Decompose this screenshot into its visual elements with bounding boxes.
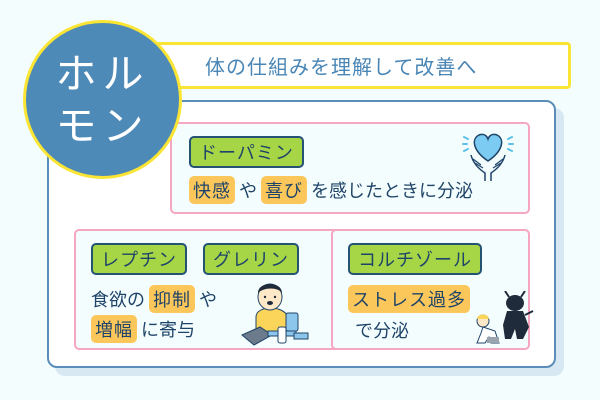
cortisol-rest-text: で分泌 bbox=[355, 321, 409, 342]
appetite-card: レプチン グレリン 食欲の 抑制 や 増幅 に寄与 bbox=[74, 229, 345, 350]
appetite-connector: や bbox=[199, 290, 217, 311]
hormone-badge: ホル モン bbox=[23, 20, 182, 179]
dopamine-description: 快感 や 喜び を感じたときに分泌 bbox=[189, 176, 473, 204]
appetite-suffix: に寄与 bbox=[141, 320, 195, 341]
connector-text: や bbox=[239, 181, 257, 202]
ghrelin-tag: グレリン bbox=[203, 243, 299, 275]
highlight-amplify: 増幅 bbox=[91, 315, 137, 343]
cortisol-line-2: で分泌 bbox=[355, 317, 409, 343]
highlight-stress: ストレス過多 bbox=[348, 285, 470, 313]
dopamine-card: ドーパミン 快感 や 喜び を感じたときに分泌 bbox=[170, 122, 530, 214]
badge-line-2: モン bbox=[55, 101, 150, 150]
heart-hands-icon bbox=[462, 133, 514, 181]
cortisol-card: コルチゾール ストレス過多 で分泌 bbox=[331, 229, 534, 350]
highlight-pleasure: 快感 bbox=[189, 176, 235, 204]
person-eating-icon bbox=[241, 283, 309, 346]
subtitle-text: 体の仕組みを理解して改善へ bbox=[205, 55, 478, 79]
cortisol-tag: コルチゾール bbox=[348, 243, 482, 275]
highlight-joy: 喜び bbox=[261, 176, 307, 204]
highlight-suppress: 抑制 bbox=[149, 285, 195, 313]
appetite-line-1: 食欲の 抑制 や bbox=[91, 285, 217, 313]
dopamine-tag: ドーパミン bbox=[189, 136, 304, 168]
appetite-line-2: 増幅 に寄与 bbox=[91, 315, 195, 343]
badge-line-1: ホル bbox=[55, 49, 150, 98]
leptin-tag: レプチン bbox=[91, 243, 187, 275]
appetite-prefix: 食欲の bbox=[91, 290, 145, 311]
dopamine-rest-text: を感じたときに分泌 bbox=[311, 181, 473, 202]
subtitle-banner: 体の仕組みを理解して改善へ bbox=[155, 42, 571, 89]
stressed-person-icon bbox=[476, 291, 534, 344]
cortisol-line-1: ストレス過多 bbox=[348, 285, 474, 313]
